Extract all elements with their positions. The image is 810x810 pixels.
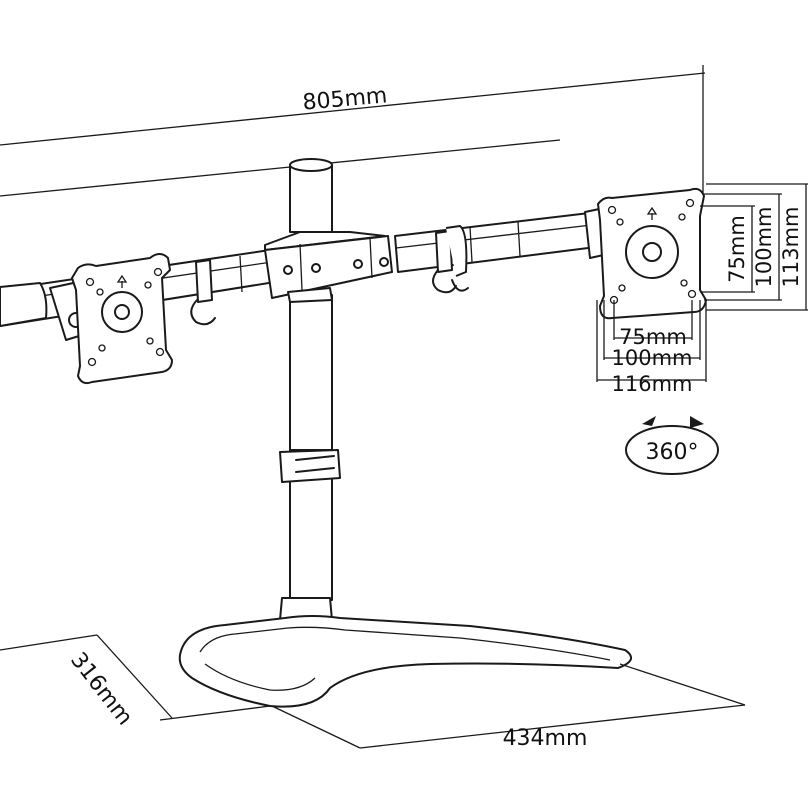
total-width-upper-line bbox=[0, 72, 706, 146]
bracket-screw-1 bbox=[283, 265, 293, 275]
left-plate-center-ring bbox=[101, 291, 143, 333]
total-width-lower-line bbox=[0, 139, 561, 197]
bracket-front bbox=[264, 235, 393, 299]
right-cable-hook bbox=[451, 279, 469, 292]
center-pole bbox=[279, 158, 341, 621]
base-plate bbox=[178, 615, 633, 708]
left-arm-end bbox=[0, 282, 48, 327]
right-plate-center-ring bbox=[625, 225, 679, 279]
rotation-ellipse bbox=[625, 425, 719, 475]
left-vesa-plate bbox=[49, 253, 173, 385]
base bbox=[178, 615, 633, 708]
vesa-v-75-label: 75mm bbox=[725, 215, 749, 283]
right-vesa-plate bbox=[597, 187, 707, 320]
pole-top bbox=[289, 164, 333, 233]
bracket-screw-3 bbox=[353, 259, 363, 269]
left-cable-clip bbox=[195, 259, 213, 303]
rotation-badge: 360° bbox=[625, 416, 719, 475]
bracket-screw-4 bbox=[379, 257, 389, 267]
height-collar bbox=[279, 449, 341, 483]
right-arm bbox=[394, 207, 611, 294]
vesa-h-100-label: 100mm bbox=[612, 346, 693, 370]
plate-height-label: 113mm bbox=[779, 207, 803, 288]
vesa-h-75-label: 75mm bbox=[619, 325, 687, 349]
right-plate-up-arrow-icon bbox=[646, 206, 658, 220]
right-arm-tube bbox=[394, 211, 605, 273]
base-depth-label: 316mm bbox=[65, 648, 137, 730]
base-width-label: 434mm bbox=[503, 726, 588, 751]
center-bracket bbox=[264, 231, 393, 303]
base-depth-line bbox=[96, 634, 173, 719]
vesa-vertical-dimensions: 75mm 100mm 113mm bbox=[700, 183, 808, 311]
total-width-dimension: 805mm bbox=[0, 65, 706, 200]
base-width-line bbox=[359, 704, 746, 749]
vesa-horizontal-dimensions: 75mm 100mm 116mm bbox=[596, 300, 707, 396]
rotation-arrow-left-icon bbox=[642, 416, 656, 426]
bracket-screw-2 bbox=[311, 263, 321, 273]
left-plate-up-arrow-icon bbox=[116, 274, 128, 288]
plate-width-label: 116mm bbox=[612, 372, 693, 396]
rotation-label: 360° bbox=[646, 440, 699, 465]
left-cable-hook bbox=[190, 299, 216, 326]
pole-upper bbox=[289, 294, 333, 451]
total-width-label: 805mm bbox=[302, 83, 389, 115]
vesa-v-100-label: 100mm bbox=[752, 207, 776, 288]
base-width-dimension: 434mm bbox=[271, 663, 746, 751]
right-cable-clip-a bbox=[435, 230, 453, 273]
rotation-arrow-right-icon bbox=[690, 416, 704, 428]
